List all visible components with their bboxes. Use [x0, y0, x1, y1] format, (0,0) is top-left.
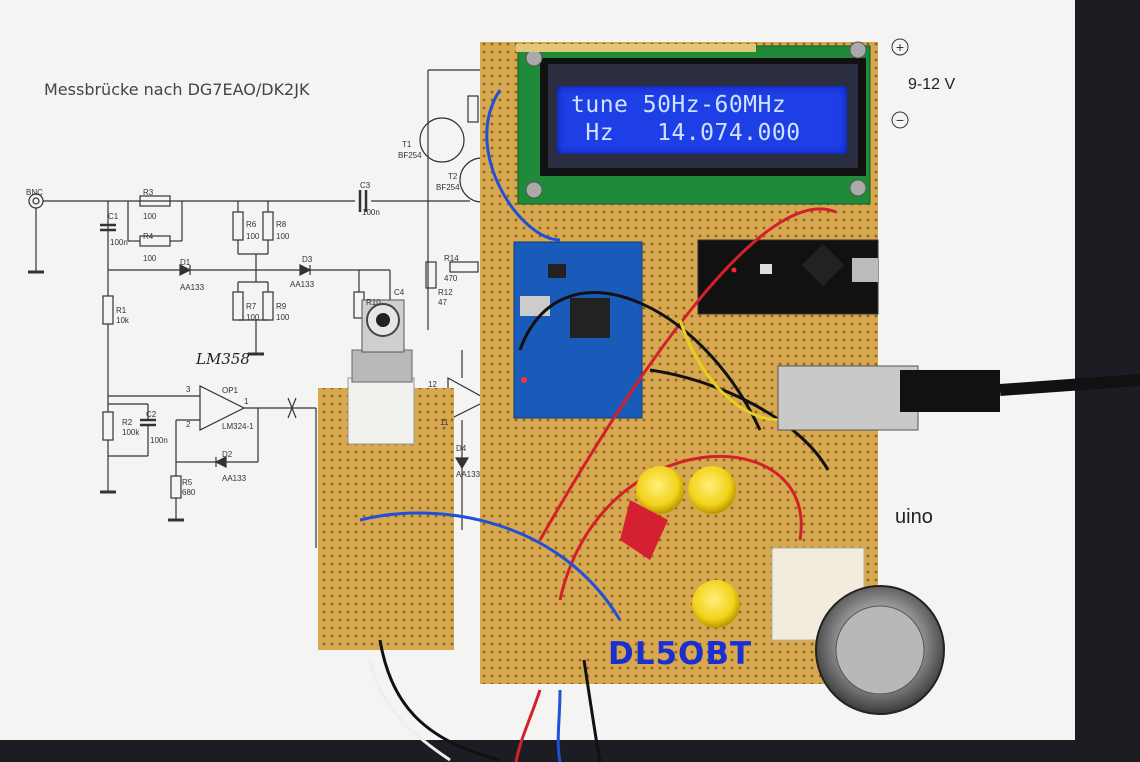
schematic-label: R3 — [143, 188, 154, 197]
schematic-label: T1 — [402, 140, 412, 149]
schematic-label: D4 — [456, 444, 467, 453]
schematic-label: 100n — [150, 436, 168, 445]
schematic-label: 470 — [444, 274, 458, 283]
schematic-label: C1 — [108, 212, 119, 221]
schematic-label: BF254 — [436, 183, 460, 192]
power-symbols — [891, 38, 909, 129]
schematic-label: 100n — [362, 208, 380, 217]
schematic-label: 10k — [116, 316, 129, 325]
schematic-label: R2 — [122, 418, 133, 427]
schematic-label: R1 — [116, 306, 127, 315]
schematic-label: BNC — [26, 188, 43, 197]
schematic-label: T2 — [448, 172, 458, 181]
schematic-label: 100 — [276, 232, 290, 241]
schematic-label: R6 — [246, 220, 257, 229]
schematic-label: R10 — [366, 298, 381, 307]
dds-module — [513, 241, 643, 419]
bnc-connector[interactable] — [347, 299, 415, 445]
supply-voltage-label: 9-12 V — [908, 76, 956, 93]
schematic-label: 100n — [110, 238, 128, 247]
hookup-wires — [359, 89, 837, 762]
schematic-label: R5 — [182, 478, 193, 487]
schematic-label: 12 — [428, 380, 437, 389]
schematic-label: AA133 — [180, 283, 205, 292]
minus-symbol: − — [896, 112, 904, 128]
schematic-label: AA133 — [222, 474, 247, 483]
schematic-title: Messbrücke nach DG7EAO/DK2JK — [44, 80, 310, 99]
schematic-label: D3 — [302, 255, 313, 264]
schematic-label: C3 — [360, 181, 371, 190]
red-connector-sleeve — [620, 500, 668, 560]
schematic-label: 100 — [143, 254, 157, 263]
arduino-nano — [697, 239, 879, 315]
rotary-encoder[interactable] — [771, 547, 945, 715]
schematic-label: 100k — [122, 428, 140, 437]
schematic-label: 47 — [438, 298, 447, 307]
schematic-label: R8 — [276, 220, 287, 229]
schematic-label: C2 — [146, 410, 157, 419]
schematic-label: R7 — [246, 302, 257, 311]
schematic-label: D2 — [222, 450, 233, 459]
schematic-label: R9 — [276, 302, 287, 311]
schematic-label: R14 — [444, 254, 459, 263]
schematic-label: C4 — [394, 288, 405, 297]
schematic-label: 680 — [182, 488, 196, 497]
schematic-label: R4 — [143, 232, 154, 241]
schematic-label: D1 — [180, 258, 191, 267]
schematic-label: 100 — [276, 313, 290, 322]
schematic-label: BF254 — [398, 151, 422, 160]
schematic-label: 100 — [143, 212, 157, 221]
schematic-label: 2 — [186, 420, 191, 429]
schematic-label: LM324-1 — [222, 422, 254, 431]
push-buttons — [636, 466, 740, 628]
author-callsign: DL5OBT — [608, 636, 753, 672]
schematic-label: 100 — [246, 313, 260, 322]
lcd-line-2: Hz 14.074.000 — [571, 120, 801, 146]
schematic-label: 3 — [186, 385, 191, 394]
schematic-label: OP1 — [222, 386, 239, 395]
schematic-label: R12 — [438, 288, 453, 297]
partial-arduino-label: uino — [895, 506, 933, 528]
schematic-label: AA133 — [290, 280, 315, 289]
schematic-label: 100 — [246, 232, 260, 241]
lcd-line-1: tune 50Hz-60MHz — [571, 92, 787, 118]
schematic-label: 1 — [244, 397, 249, 406]
lcd-screen: tune 50Hz-60MHz Hz 14.074.000 — [557, 86, 847, 154]
plus-symbol: + — [896, 39, 904, 55]
schematic-label: AA133 — [456, 470, 481, 479]
handwritten-opamp-note: LM358 — [196, 350, 250, 368]
schematic-label: 11 — [440, 418, 449, 427]
power-jack — [777, 365, 1140, 431]
